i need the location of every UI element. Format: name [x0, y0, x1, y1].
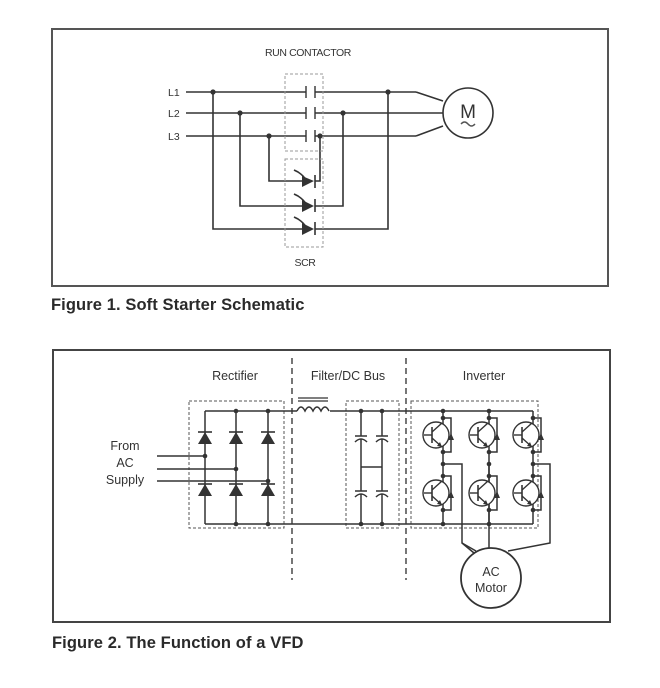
inductor-icon	[296, 406, 330, 413]
run-contactor-label: RUN CONTACTOR	[265, 47, 352, 59]
filter-box	[345, 400, 400, 529]
igbt-icon	[468, 479, 496, 507]
diode-icon	[197, 431, 213, 445]
igbt-icon	[422, 421, 450, 449]
scr-label: SCR	[295, 257, 317, 269]
rectifier-label: Rectifier	[212, 369, 258, 383]
supply-label-line-2: AC	[116, 456, 133, 470]
figure-1-caption: Figure 1. Soft Starter Schematic	[51, 296, 305, 314]
supply-label-line-3: Supply	[106, 473, 145, 487]
line-label-l1: L1	[168, 87, 180, 99]
scr-icon	[293, 193, 316, 212]
figure-2-caption: Figure 2. The Function of a VFD	[52, 634, 304, 652]
igbt-icon	[468, 421, 496, 449]
scr-icon	[293, 216, 316, 235]
scr-thyristors	[293, 169, 316, 235]
rectifier-box	[188, 400, 285, 529]
filter-dc-bus-label: Filter/DC Bus	[311, 369, 385, 383]
figure-1-frame	[51, 28, 609, 287]
diode-icon	[260, 483, 276, 497]
diode-icon	[228, 483, 244, 497]
diode-icon	[228, 431, 244, 445]
igbt-icon	[422, 479, 450, 507]
line-label-l3: L3	[168, 131, 180, 143]
inverter-label: Inverter	[463, 369, 505, 383]
run-contactor-box	[284, 73, 324, 152]
ac-tilde-icon	[460, 121, 476, 127]
line-label-l2: L2	[168, 108, 180, 120]
ac-motor-label-line-1: AC	[482, 565, 499, 579]
diode-icon	[197, 483, 213, 497]
ac-motor-label-line-2: Motor	[475, 581, 507, 595]
inverter-box	[410, 400, 539, 529]
igbt-icon	[512, 479, 540, 507]
scr-icon	[293, 169, 316, 188]
motor-icon	[442, 87, 494, 139]
ac-motor-icon	[460, 547, 522, 609]
supply-label-line-1: From	[110, 439, 139, 453]
motor-symbol: M	[460, 102, 476, 123]
igbt-icon	[512, 421, 540, 449]
diode-icon	[260, 431, 276, 445]
scr-box	[284, 158, 324, 248]
inverter-igbts	[422, 421, 540, 507]
